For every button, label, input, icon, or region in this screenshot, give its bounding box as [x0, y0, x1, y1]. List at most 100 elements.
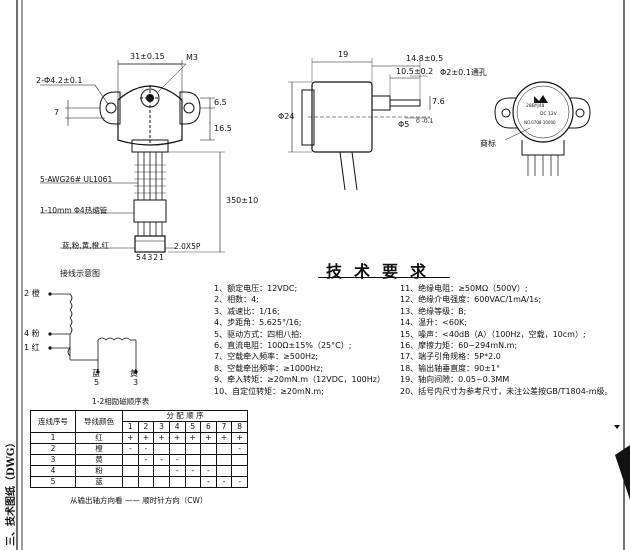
- requirement-item: 12、绝缘介电强度：600VAC/1mA/1s;: [400, 295, 542, 305]
- step-mark: [137, 476, 155, 488]
- step-mark: [184, 476, 202, 488]
- requirement-item: 16、摩擦力矩：60~294mN.m;: [400, 341, 518, 351]
- step-mark: [231, 465, 248, 477]
- brand-logo: [534, 95, 548, 103]
- step-mark: -: [137, 443, 155, 455]
- step-mark: +: [168, 432, 186, 444]
- row-number: 2: [30, 443, 76, 455]
- requirements-left-list: 1、额定电压：12VDC; 2、相数：4; 3、减速比：1/16; 4、步距角：…: [214, 283, 385, 397]
- title-underline: [318, 277, 450, 278]
- stamp-line1: 28BYJ48: [526, 104, 545, 109]
- wire-orange: 2 橙: [24, 289, 40, 298]
- step-mark: [200, 454, 217, 466]
- wire-yellow-num: 3: [133, 378, 139, 387]
- dim-side-phi24: Φ24: [278, 112, 295, 121]
- motor-can: [512, 81, 574, 143]
- step-mark: -: [200, 465, 217, 477]
- step-mark: +: [184, 432, 202, 444]
- step-header: 5: [184, 421, 202, 433]
- dim-holes: 2-Φ4.2±0.1: [36, 76, 83, 85]
- iso-view: [494, 81, 591, 176]
- wire-blue-num: 5: [94, 378, 100, 387]
- row-color: 红: [75, 432, 123, 444]
- step-mark: +: [231, 432, 248, 444]
- step-header-row: 1 2 3 4 5 6 7 8: [31, 421, 248, 433]
- step-mark: +: [200, 432, 217, 444]
- stamp-line2: DC 12V: [540, 112, 557, 117]
- row-number: 5: [30, 476, 76, 488]
- gear-boss: [371, 95, 391, 111]
- requirement-item: 7、空载牵入频率：≥500Hz;: [214, 352, 318, 362]
- step-mark: [215, 454, 233, 466]
- step-mark: [184, 443, 202, 455]
- requirement-item: 1、额定电压：12VDC;: [214, 284, 298, 293]
- step-mark: [153, 443, 170, 455]
- step-header: 4: [168, 421, 186, 433]
- dim-right-h1: 6.5: [214, 98, 227, 107]
- connector-housing: [134, 235, 166, 253]
- side-view: [288, 58, 431, 191]
- step-mark: -: [231, 443, 248, 455]
- wire-red: 1 红: [24, 343, 40, 352]
- requirement-item: 15、噪声：<40dB（A）（100Hz，空载，10cm）;: [400, 329, 586, 339]
- requirement-item: 18、输出轴垂直度：90±1°: [400, 363, 501, 373]
- wire-blue: 蓝: [92, 369, 100, 378]
- step-mark: [231, 454, 248, 466]
- step-mark: -: [231, 476, 248, 488]
- step-mark: +: [122, 432, 139, 444]
- pin-numbers: 54321: [136, 253, 165, 262]
- step-mark: [122, 465, 139, 477]
- step-header: 8: [231, 421, 248, 433]
- wire-yellow: 黄: [130, 369, 138, 378]
- step-mark: [215, 443, 233, 455]
- step-mark: [215, 465, 233, 477]
- step-mark: -: [200, 476, 217, 488]
- dim-side-7: 7.6: [432, 97, 445, 106]
- dim-right-h2: 16.5: [214, 124, 232, 133]
- step-header: 1: [122, 421, 139, 433]
- wire-colors: 蓝,粉,黄,橙,红: [62, 241, 110, 250]
- step-header: 3: [153, 421, 170, 433]
- step-mark: +: [137, 432, 155, 444]
- right-ear: [179, 91, 201, 125]
- requirement-item: 20、括号内尺寸为参考尺寸，未注公差按GB/T1804-m级。: [400, 386, 613, 396]
- dim-side-105: 10.5±0.2: [396, 67, 434, 76]
- dim-thread: M3: [186, 53, 198, 62]
- requirement-item: 14、温升：<60K;: [400, 318, 468, 328]
- step-mark: [168, 476, 186, 488]
- requirement-item: 10、自定位转矩：≥20mN.m;: [214, 386, 324, 396]
- requirement-item: 4、步距角：5.625°/16;: [214, 318, 302, 328]
- side-title: 三、技术图纸（DWG）: [6, 437, 17, 546]
- step-mark: -: [153, 454, 170, 466]
- front-view: [40, 60, 225, 253]
- dim-side-148: 14.8±0.5: [406, 54, 444, 63]
- step-mark: [184, 454, 202, 466]
- step-mark: [153, 476, 170, 488]
- step-mark: [137, 465, 155, 477]
- step-header: 2: [137, 421, 155, 433]
- step-mark: [168, 443, 186, 455]
- row-color: 黄: [75, 454, 123, 466]
- connector-label: 2.0X5P: [174, 242, 201, 251]
- dim-side-phi5: Φ5: [398, 120, 410, 129]
- requirements-title: 技术要求: [326, 262, 439, 281]
- dim-side-tol: 0 -0.1: [416, 118, 434, 125]
- row-color: 橙: [75, 443, 123, 455]
- step-mark: [122, 454, 139, 466]
- dim-left-h: 7: [54, 108, 60, 117]
- dim-side-phi2: Φ2±0.1通孔: [440, 68, 487, 77]
- requirement-item: 17、端子引角规格：5P*2.0: [400, 352, 501, 362]
- right-hole: [183, 102, 195, 114]
- dim-lead-len: 350±10: [226, 196, 259, 205]
- step-mark: +: [215, 432, 233, 444]
- requirement-item: 5、驱动方式：四相八拍;: [214, 329, 302, 339]
- step-mark: -: [168, 465, 186, 477]
- requirement-item: 6、直流电阻：100Ω±15%（25°C）;: [214, 341, 352, 351]
- heat-shrink-tube: [133, 199, 167, 223]
